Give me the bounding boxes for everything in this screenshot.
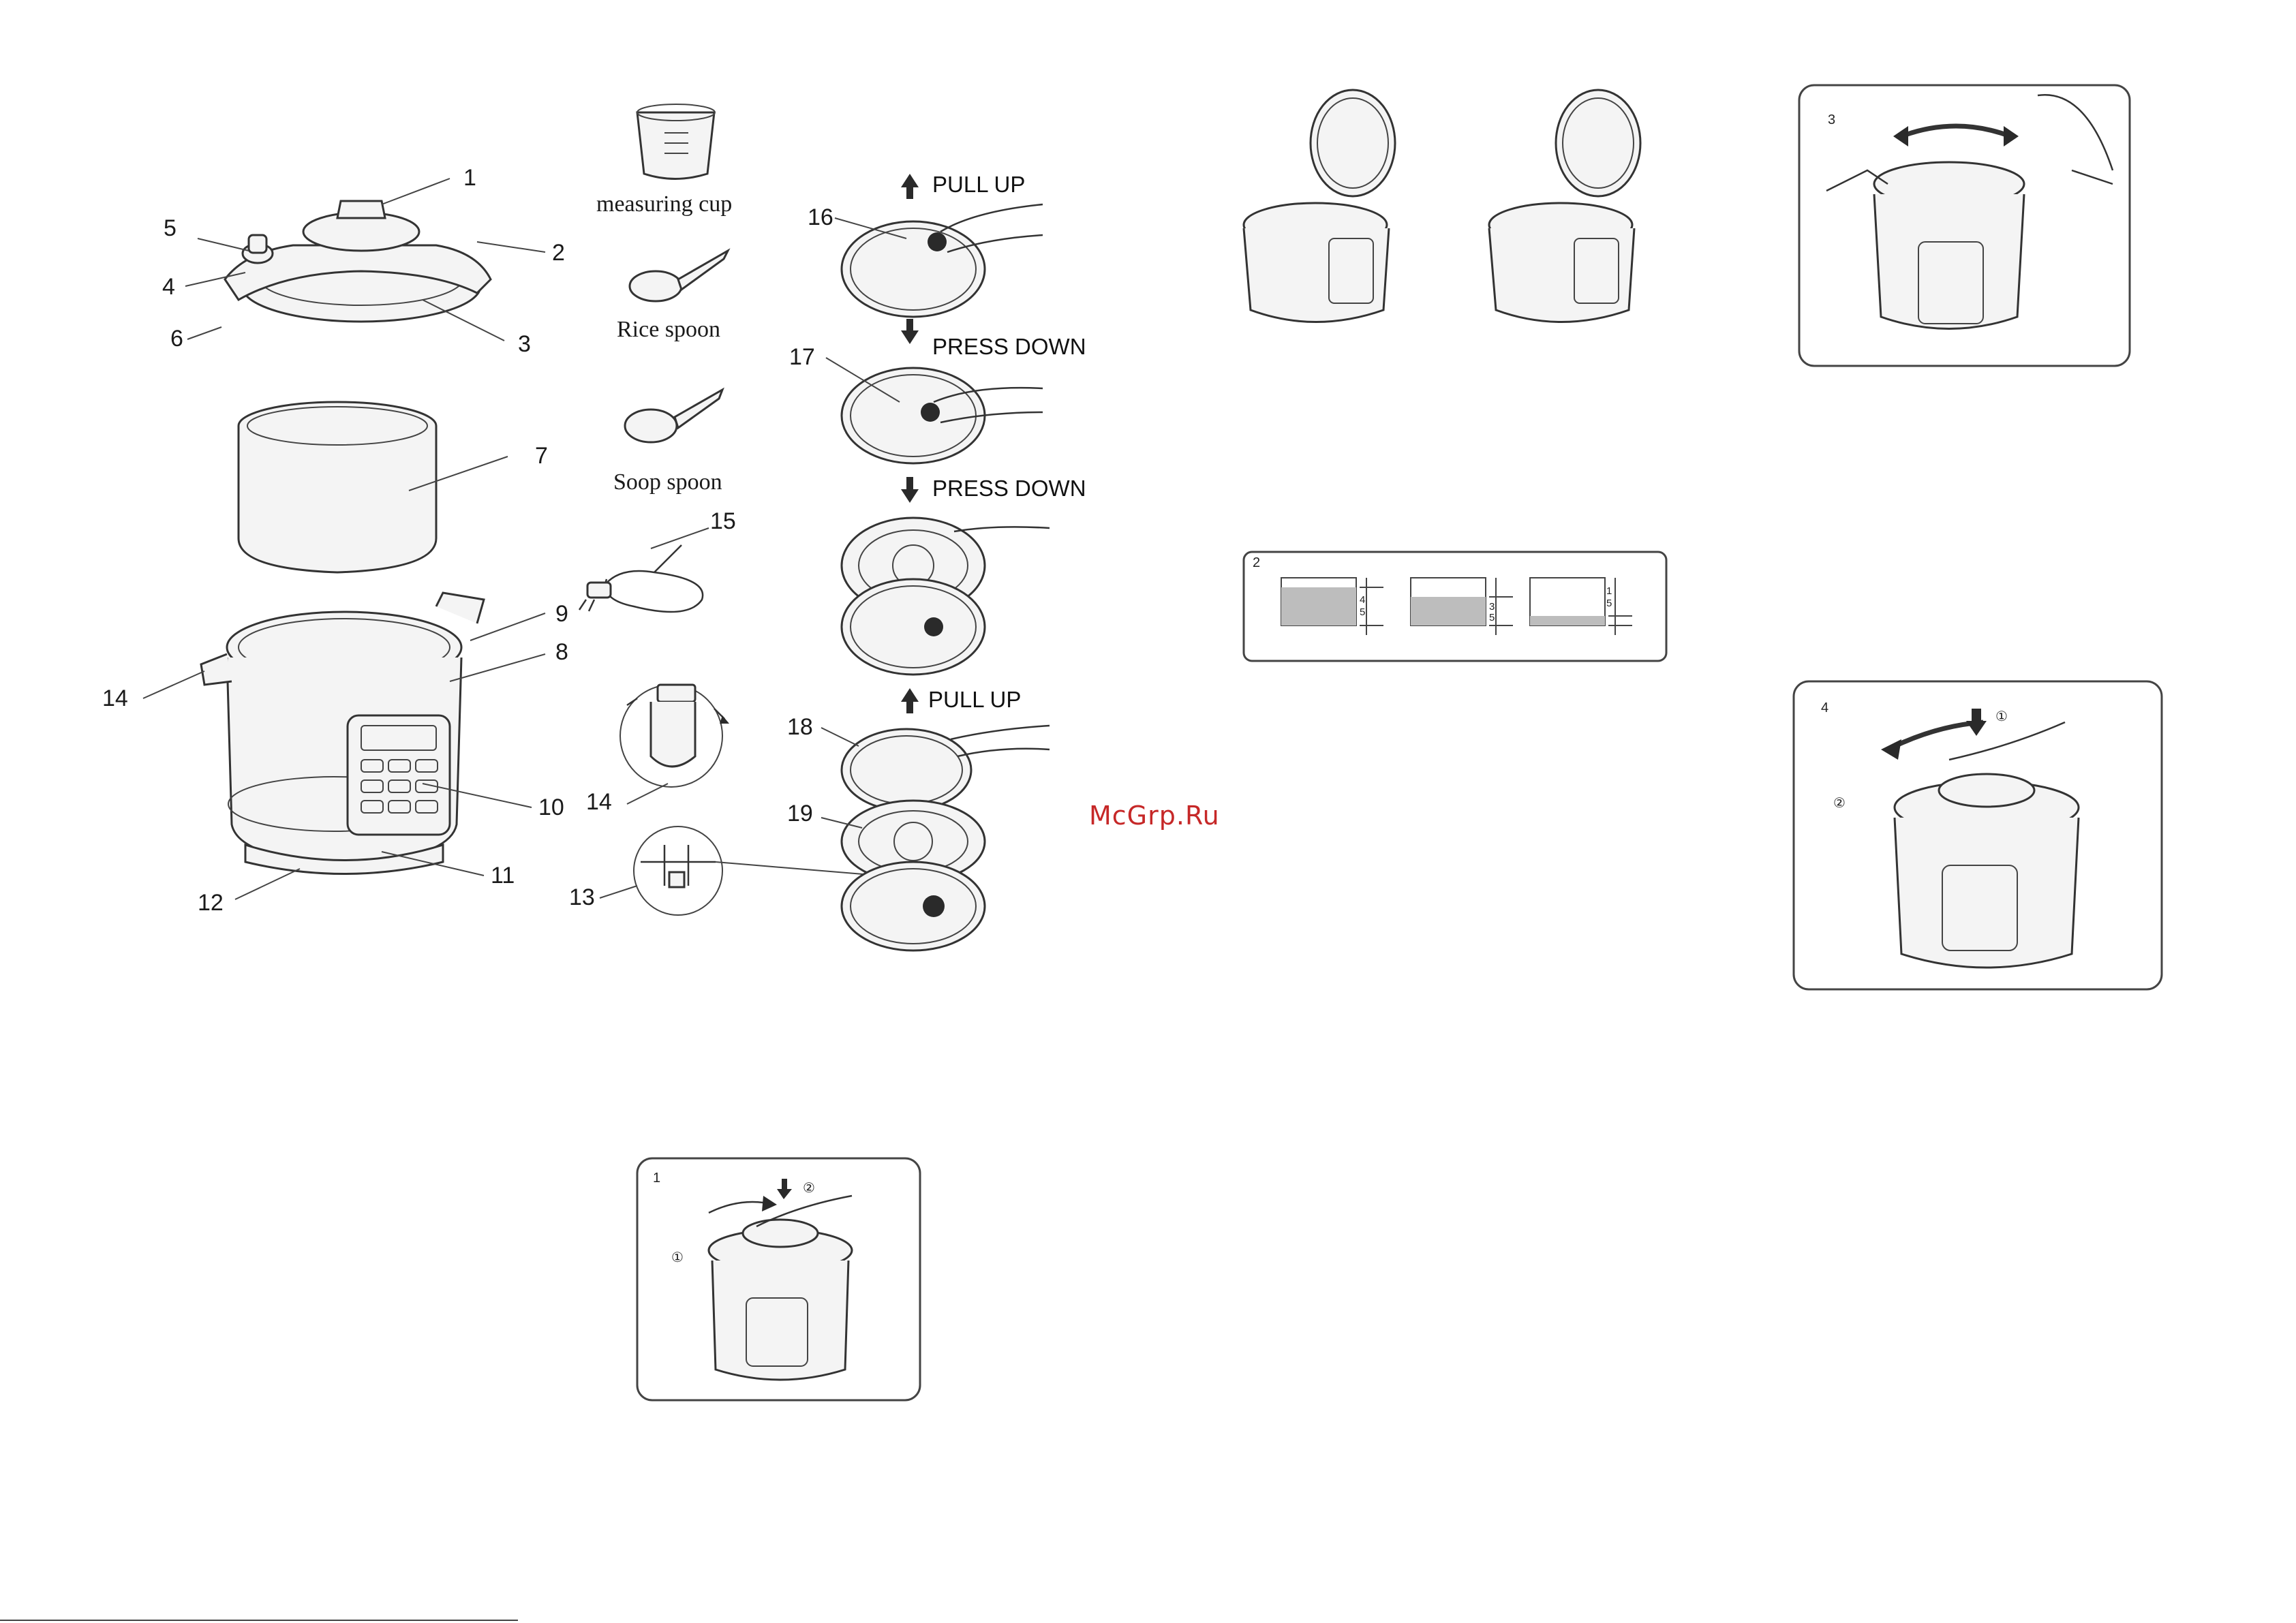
part-label-8: 8 — [555, 639, 568, 665]
figure-1-step-2: ② — [803, 1181, 815, 1196]
measuring-cup-icon — [637, 104, 715, 179]
figure-1-number: 1 — [653, 1171, 660, 1186]
fill-min-numerator: 1 — [1606, 585, 1612, 597]
pull-up-label-2: PULL UP — [928, 687, 1021, 712]
power-cord-icon — [579, 528, 709, 612]
open-lid-cookers — [1244, 90, 1640, 322]
fill-max-numerator: 4 — [1360, 594, 1365, 606]
part-label-5: 5 — [164, 215, 177, 241]
exploded-view-diagram: 1 2 3 5 4 6 7 9 8 14 10 11 12 — [102, 165, 568, 916]
fill-mid-numerator: 3 — [1489, 601, 1495, 613]
part-label-19: 19 — [787, 801, 813, 826]
figure-4-number: 4 — [1821, 700, 1828, 715]
figure-1-step-1: ① — [671, 1250, 684, 1265]
press-down-label-1: PRESS DOWN — [932, 334, 1086, 359]
watermark: McGrp.Ru — [1089, 801, 1220, 831]
sealing-ring — [842, 729, 971, 811]
lid-disc-16 — [842, 221, 985, 317]
figure-3-number: 3 — [1828, 112, 1835, 127]
measuring-cup-caption: measuring cup — [596, 191, 732, 217]
arrow-down-icon — [901, 319, 919, 344]
fill-mid-denominator: 5 — [1489, 612, 1495, 623]
press-down-label-2: PRESS DOWN — [932, 476, 1086, 501]
part-label-13: 13 — [569, 884, 595, 910]
part-label-15: 15 — [710, 508, 736, 534]
arrow-up-icon — [901, 174, 919, 199]
figure-4-step-1: ① — [1995, 709, 2008, 724]
arrow-up-icon — [901, 688, 919, 713]
soup-spoon-caption: Soop spoon — [613, 469, 722, 495]
part-label-10: 10 — [538, 794, 564, 820]
part-label-1: 1 — [463, 165, 476, 191]
fill-max-denominator: 5 — [1360, 606, 1365, 618]
figure-1-panel: 1 ① ② — [637, 1158, 920, 1400]
part-label-2: 2 — [552, 240, 565, 266]
part-label-14-detail: 14 — [586, 789, 612, 815]
figure-2-panel: 2 4 5 3 5 1 5 — [1244, 552, 1666, 661]
pull-up-label-1: PULL UP — [932, 172, 1025, 197]
fill-min-denominator: 5 — [1606, 598, 1612, 609]
inner-pot-illustration — [239, 402, 436, 572]
figure-2-number: 2 — [1253, 555, 1260, 570]
valve-assembly-steps: PULL UP 16 PRESS DOWN 17 PRESS DOWN PULL… — [787, 172, 1086, 950]
cooker-body-illustration — [201, 593, 484, 874]
soup-spoon-icon — [625, 390, 722, 442]
rice-spoon-icon — [630, 251, 728, 301]
part-label-14: 14 — [102, 685, 128, 711]
cooker-open-lid-2 — [1489, 90, 1640, 322]
part-label-16: 16 — [808, 204, 833, 230]
condensation-collector-detail — [620, 685, 729, 787]
figure-4-step-2: ② — [1833, 796, 1846, 811]
figure-3-panel: 3 — [1799, 85, 2130, 366]
part-label-3: 3 — [518, 331, 531, 357]
part-label-7: 7 — [535, 443, 548, 469]
cooker-open-lid-1 — [1244, 90, 1395, 322]
arrow-down-icon — [901, 477, 919, 503]
part-label-18: 18 — [787, 714, 813, 740]
lid-disc-17 — [842, 368, 985, 463]
part-label-12: 12 — [198, 890, 224, 916]
figure-4-panel: 4 ① ② — [1794, 681, 2162, 989]
lid-illustration — [225, 201, 491, 322]
part-label-11: 11 — [491, 863, 515, 888]
part-label-4: 4 — [162, 274, 175, 300]
part-label-9: 9 — [555, 601, 568, 627]
rice-spoon-caption: Rice spoon — [617, 317, 720, 342]
part-label-6: 6 — [170, 326, 183, 352]
part-label-17: 17 — [789, 344, 815, 370]
